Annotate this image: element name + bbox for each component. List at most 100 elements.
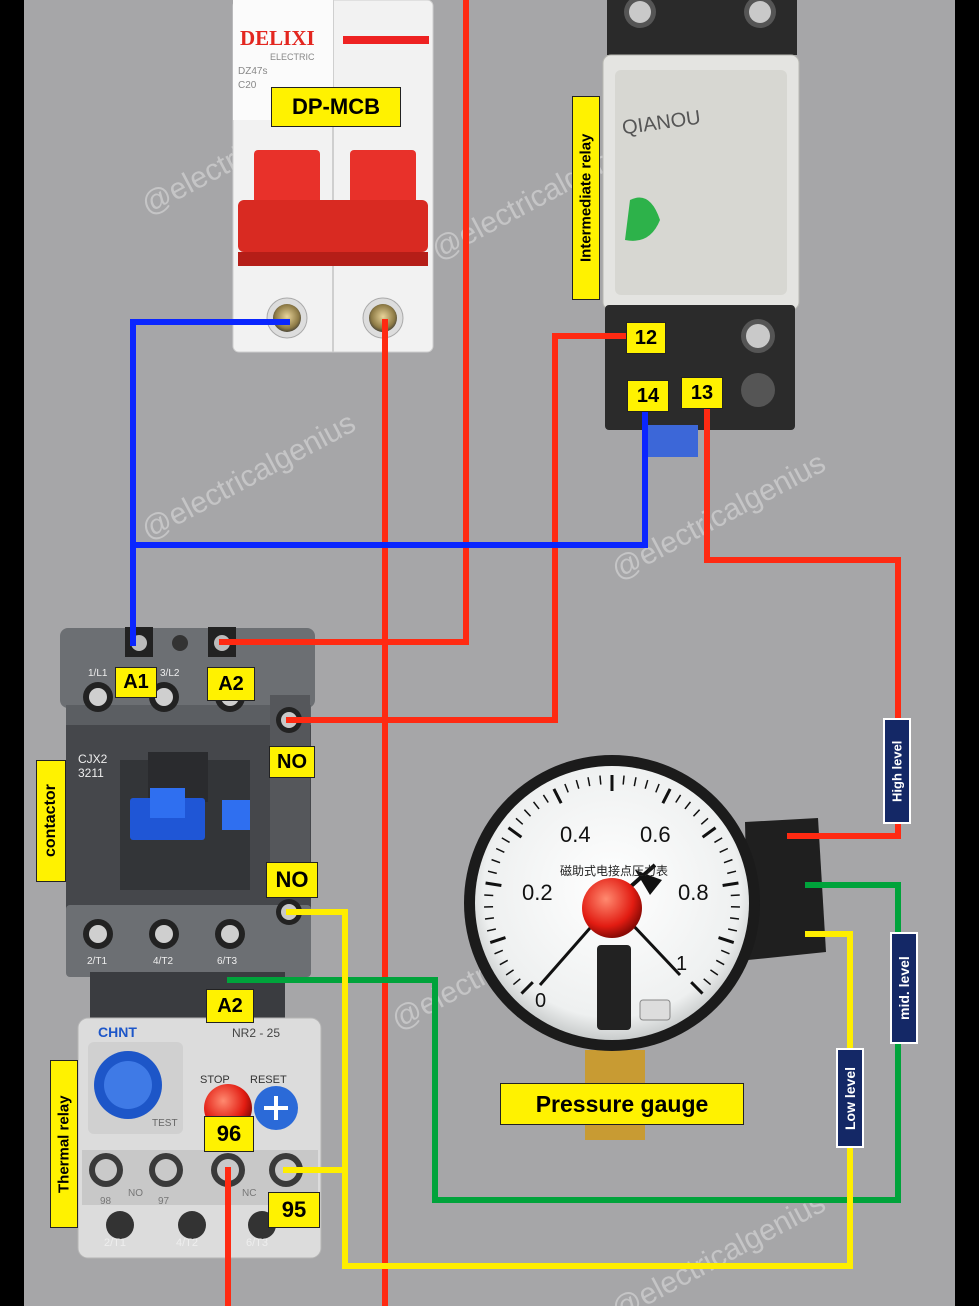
gauge-tick: [520, 981, 534, 995]
contactor-mark-t3: 6/T3: [217, 956, 238, 967]
label-intermediate-relay: Intermediate relay: [572, 96, 600, 300]
wire-blue-relay-14: [130, 407, 648, 548]
gauge-tick: [575, 779, 580, 789]
thermal-mark-no: NO: [128, 1188, 143, 1199]
terminal-12: 12: [626, 322, 666, 354]
gauge-tick: [633, 777, 637, 787]
gauge-setpoint-knob[interactable]: [582, 878, 642, 938]
wire-blue-neutral: [130, 319, 290, 646]
gauge-tick: [486, 928, 497, 932]
label-contactor: contactor: [36, 760, 66, 882]
contactor-mark-l2: 3/L2: [160, 668, 180, 679]
contactor-armature: [130, 798, 205, 840]
thermal-mark-98: 98: [100, 1196, 112, 1207]
thermal-brand: CHNT: [98, 1024, 137, 1040]
gauge-tick: [487, 870, 497, 875]
gauge-tick: [661, 788, 672, 804]
contactor-model-2: 3211: [78, 766, 104, 780]
thermal-reset-text: RESET: [250, 1074, 287, 1086]
wire-green-mid: [227, 882, 901, 1203]
terminal-14: 14: [627, 380, 669, 412]
gauge-tick: [644, 779, 649, 789]
thermal-model: NR2 - 25: [232, 1026, 281, 1040]
gauge-tick: [542, 794, 549, 803]
gauge-tick: [700, 817, 709, 825]
gauge-tick: [692, 809, 701, 817]
terminal-a2-lower: A2: [206, 989, 254, 1023]
gauge-title: 磁助式电接点压力表: [560, 864, 669, 878]
label-thermal-relay: Thermal relay: [50, 1060, 78, 1228]
thermal-relay: [77, 1017, 322, 1259]
relay-indicator: [625, 197, 660, 241]
gauge-tick: [499, 959, 509, 966]
thermal-mark-t3: 6/T3: [246, 1237, 269, 1249]
mcb-terminal-screw: [273, 304, 301, 332]
gauge-tick: [564, 783, 569, 793]
gauge-scale-0-8: 0.8: [678, 880, 709, 905]
gauge-scale-0-4: 0.4: [560, 822, 591, 847]
label-mid-level: mid. level: [890, 932, 918, 1044]
contactor-mark-t2: 4/T2: [153, 956, 174, 967]
gauge-tick: [622, 775, 625, 785]
gauge-tick: [701, 826, 717, 839]
wires: [130, 0, 901, 1306]
terminal-95: 95: [268, 1192, 320, 1228]
label-low-level: Low level: [836, 1048, 864, 1148]
mcb-brand-sub: ELECTRIC: [270, 52, 315, 62]
gauge-tick: [684, 801, 692, 810]
wire-red-relay-12: [286, 333, 633, 723]
gauge-tick: [501, 837, 510, 844]
gauge-ticks: [484, 775, 740, 995]
gauge-tick: [703, 978, 712, 986]
terminal-a1: A1: [115, 667, 157, 698]
gauge-tick: [720, 949, 730, 955]
gauge-tick: [515, 817, 524, 825]
label-pressure-gauge: Pressure gauge: [500, 1083, 744, 1125]
dp-mcb: [232, 0, 434, 353]
gauge-tick: [727, 870, 737, 875]
gauge-tick: [599, 775, 602, 785]
mcb-stripe: [343, 36, 429, 44]
gauge-tick: [494, 949, 504, 955]
gauge-scale-1: 1: [676, 953, 688, 975]
thermal-mark-t2: 4/T2: [176, 1237, 199, 1249]
wire-red-relay-13: [704, 407, 901, 839]
gauge-tick: [690, 981, 704, 995]
gauge-tick: [495, 847, 505, 854]
contactor-model-1: CJX2: [78, 752, 108, 766]
gauge-tick: [722, 881, 739, 887]
gauge-scale-0-6: 0.6: [640, 822, 671, 847]
gauge-tick: [655, 783, 660, 793]
contactor-mark-l1: 1/L1: [88, 668, 108, 679]
mcb-handle[interactable]: [238, 200, 428, 252]
wire-red-phase: [219, 0, 469, 645]
thermal-test-text: TEST: [152, 1118, 178, 1129]
gauge-tick: [484, 917, 495, 920]
gauge-tick: [729, 917, 740, 920]
terminal-no-2: NO: [266, 862, 318, 898]
gauge-tick: [505, 969, 514, 976]
gauge-tick: [512, 978, 521, 986]
gauge-tick: [523, 809, 532, 817]
gauge-tick: [491, 858, 501, 864]
thermal-stop-text: STOP: [200, 1074, 230, 1086]
thermal-mark-nc: NC: [242, 1188, 257, 1199]
terminal-no-1: NO: [269, 746, 315, 778]
gauge-tick: [484, 894, 494, 897]
gauge-tick: [507, 826, 523, 839]
gauge-tick: [730, 894, 740, 897]
mcb-brand: DELIXI: [240, 26, 315, 50]
gauge-tick: [723, 858, 733, 864]
gauge-tick: [719, 847, 729, 854]
gauge-tick: [552, 788, 563, 804]
terminal-a2: A2: [207, 667, 255, 701]
thermal-mark-t1: 2/T1: [104, 1237, 127, 1249]
gauge-scale-0-2: 0.2: [522, 880, 553, 905]
thermal-mark-97: 97: [158, 1196, 170, 1207]
gauge-tick: [727, 928, 738, 932]
wire-yellow-low: [286, 909, 853, 1269]
contactor-mark-t1: 2/T1: [87, 956, 108, 967]
label-high-level: High level: [883, 718, 911, 824]
